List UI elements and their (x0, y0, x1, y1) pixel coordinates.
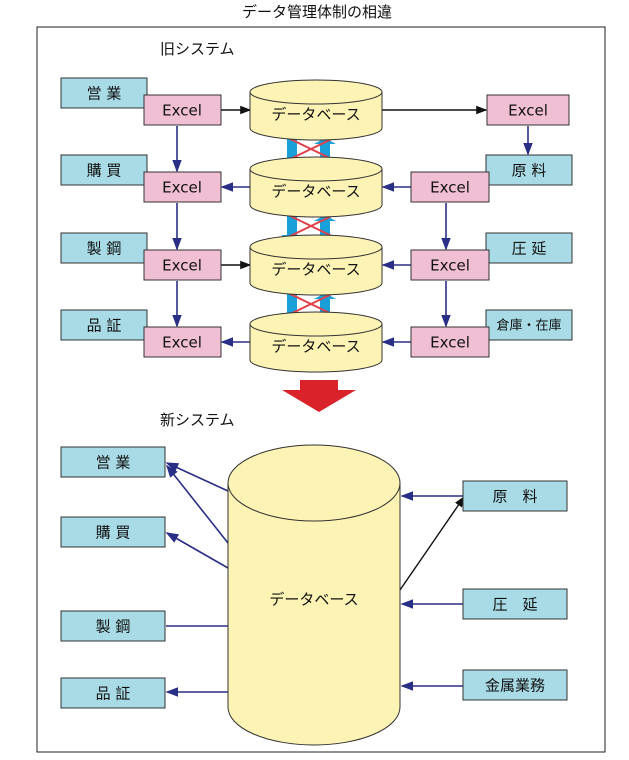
new-right-depts: 原 料 圧 延 金属業務 (462, 480, 568, 701)
dept-label: 金属業務 (485, 677, 545, 695)
new-database-cylinder: データベース (227, 444, 401, 746)
old-arrows (172, 105, 533, 347)
new-system-heading: 新システム (160, 411, 235, 429)
dept-label: 倉庫・在庫 (496, 319, 561, 334)
dept-label: 製 鋼 (87, 240, 122, 258)
excel-label: Excel (162, 257, 202, 275)
dept-label: 購 買 (96, 524, 131, 542)
dept-box (60, 309, 148, 341)
dept-label: 圧 延 (512, 240, 547, 258)
database-label: データベース (269, 591, 358, 609)
database-label: データベース (271, 183, 360, 201)
old-left-depts: 営 業 購 買 製 鋼 品 証 (60, 77, 148, 341)
database-cylinder: データベース (249, 156, 383, 218)
dept-label: 品 証 (96, 685, 131, 703)
database-label: データベース (271, 261, 360, 279)
dept-label: 原 料 (512, 162, 547, 180)
database-cylinder: データベース (249, 234, 383, 296)
old-databases: データベース データベース データベース データベース (249, 79, 383, 373)
database-label: データベース (271, 338, 360, 356)
dept-label: 購 買 (87, 162, 122, 180)
dept-label: 原 料 (492, 488, 537, 506)
excel-label: Excel (430, 179, 470, 197)
excel-label: Excel (162, 102, 202, 120)
excel-label: Excel (162, 334, 202, 352)
excel-label: Excel (430, 334, 470, 352)
dept-label: 製 鋼 (96, 618, 131, 636)
excel-label: Excel (508, 102, 548, 120)
dept-box (485, 309, 573, 341)
new-left-depts: 営 業 購 買 製 鋼 品 証 (60, 446, 166, 709)
excel-boxes: Excel Excel Excel Excel Excel Excel Exce… (143, 94, 570, 358)
database-cylinder: データベース (249, 311, 383, 373)
diagram-title: データ管理体制の相違 (242, 3, 392, 21)
dept-label: 圧 延 (492, 596, 537, 614)
outer-frame (36, 26, 606, 753)
database-label: データベース (271, 106, 360, 124)
dept-box (485, 154, 573, 186)
new-arrows (165, 462, 465, 697)
dept-box (60, 232, 148, 264)
dept-label: 営 業 (96, 454, 131, 472)
excel-label: Excel (162, 179, 202, 197)
dept-box (60, 77, 148, 109)
old-right-depts: 原 料 圧 延 倉庫・在庫 (485, 154, 573, 341)
dept-box (485, 232, 573, 264)
dept-label: 品 証 (87, 317, 122, 335)
database-cylinder: データベース (249, 79, 383, 141)
dept-label: 営 業 (87, 85, 122, 103)
excel-label: Excel (430, 257, 470, 275)
transition-arrow-icon (282, 380, 356, 412)
old-system-heading: 旧システム (160, 40, 235, 58)
dept-box (60, 154, 148, 186)
